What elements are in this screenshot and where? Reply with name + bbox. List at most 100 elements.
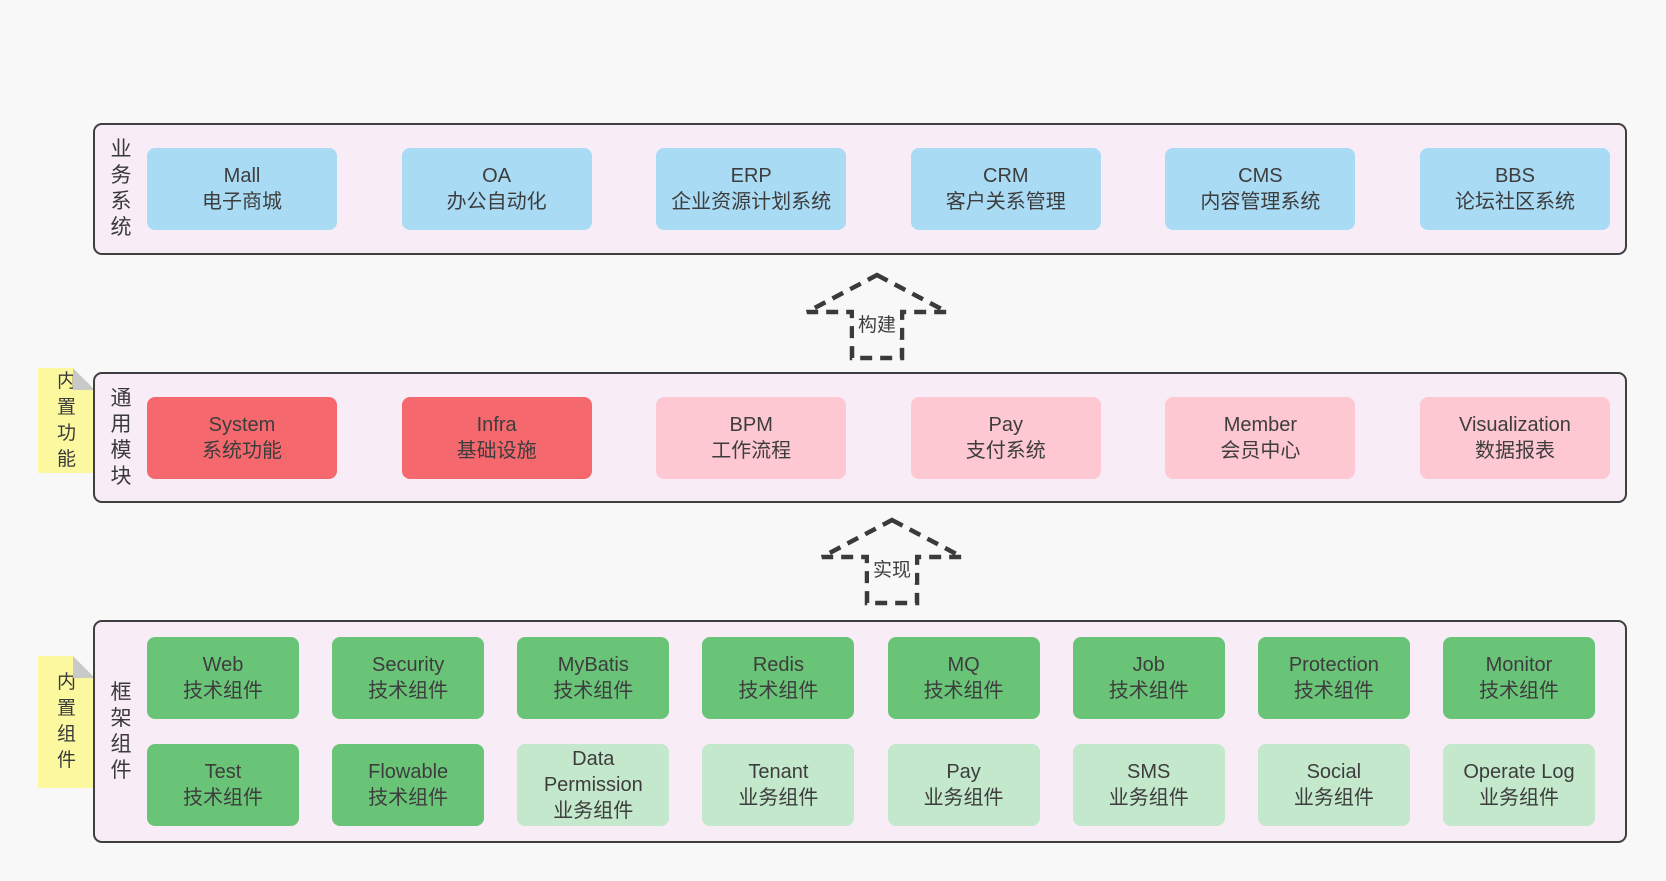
framework-components-grid: Web 技术组件 Security 技术组件 MyBatis 技术组件 Redi… bbox=[147, 622, 1625, 841]
card-mybatis: MyBatis 技术组件 bbox=[517, 637, 670, 719]
card-test: Test 技术组件 bbox=[147, 744, 299, 826]
card-subtitle: 业务组件 bbox=[553, 800, 634, 822]
card-job: Job 技术组件 bbox=[1072, 637, 1225, 719]
card-redis: Redis 技术组件 bbox=[702, 637, 855, 719]
card-subtitle: 企业资源计划系统 bbox=[671, 191, 832, 213]
card-erp: ERP 企业资源计划系统 bbox=[656, 148, 847, 230]
panel-label-text: 框架组件 bbox=[110, 680, 132, 782]
up-arrow-icon bbox=[805, 272, 949, 361]
card-social: Social 业务组件 bbox=[1257, 744, 1410, 826]
card-bbs: BBS 论坛社区系统 bbox=[1419, 148, 1610, 230]
card-infra: Infra 基础设施 bbox=[401, 396, 592, 479]
card-subtitle: 技术组件 bbox=[923, 680, 1004, 702]
card-system: System 系统功能 bbox=[147, 396, 337, 479]
card-title: Pay bbox=[946, 761, 981, 783]
card-title: Flowable bbox=[368, 761, 449, 783]
card-title: BPM bbox=[729, 413, 773, 436]
card-subtitle: 技术组件 bbox=[738, 680, 819, 702]
sticky-note-label: 内置组件 bbox=[56, 672, 76, 771]
card-mall: Mall 电子商城 bbox=[147, 148, 337, 230]
card-subtitle: 业务组件 bbox=[1108, 787, 1189, 809]
card-subtitle: 办公自动化 bbox=[446, 191, 547, 213]
card-mq: MQ 技术组件 bbox=[887, 637, 1040, 719]
sticky-note-builtin-components: 内置组件 bbox=[38, 656, 95, 788]
business-systems-panel: 业务系统 Mall 电子商城 OA 办公自动化 ERP 企业资源计划系统 CRM… bbox=[93, 123, 1627, 255]
card-subtitle: 电子商城 bbox=[202, 191, 282, 213]
card-member: Member 会员中心 bbox=[1165, 396, 1356, 479]
card-title: Test bbox=[204, 761, 242, 783]
build-arrow-label: 构建 bbox=[853, 309, 901, 338]
card-subtitle: 业务组件 bbox=[1478, 787, 1559, 809]
card-data-permission: Data Permission 业务组件 bbox=[517, 744, 670, 826]
panel-label-text: 通用模块 bbox=[110, 386, 132, 488]
card-title: Pay bbox=[988, 413, 1024, 436]
framework-row-1: Web 技术组件 Security 技术组件 MyBatis 技术组件 Redi… bbox=[147, 637, 1595, 719]
card-subtitle: 业务组件 bbox=[923, 787, 1004, 809]
card-subtitle: 技术组件 bbox=[553, 680, 634, 702]
card-subtitle: 技术组件 bbox=[368, 680, 449, 702]
card-title: ERP bbox=[730, 165, 772, 187]
card-cms: CMS 内容管理系统 bbox=[1165, 148, 1356, 230]
card-title: Job bbox=[1132, 654, 1165, 676]
card-title: Operate Log bbox=[1463, 761, 1575, 783]
card-subtitle: 支付系统 bbox=[965, 439, 1046, 462]
card-subtitle: 系统功能 bbox=[202, 439, 282, 462]
card-subtitle: 会员中心 bbox=[1220, 439, 1301, 462]
card-title: MyBatis bbox=[557, 654, 629, 676]
card-sms: SMS 业务组件 bbox=[1072, 744, 1225, 826]
card-subtitle: 论坛社区系统 bbox=[1454, 191, 1575, 213]
panel-label-modules: 通用模块 bbox=[95, 374, 147, 501]
sticky-note-builtin-features: 内置功能 bbox=[38, 368, 95, 473]
card-visualization: Visualization 数据报表 bbox=[1419, 396, 1610, 479]
framework-row-2: Test 技术组件 Flowable 技术组件 Data Permission … bbox=[147, 744, 1595, 826]
card-subtitle: 技术组件 bbox=[1478, 680, 1559, 702]
card-title: SMS bbox=[1127, 761, 1171, 783]
card-subtitle: 内容管理系统 bbox=[1200, 191, 1321, 213]
card-subtitle: 技术组件 bbox=[368, 787, 449, 809]
panel-label-business: 业务系统 bbox=[95, 125, 147, 253]
card-title: Infra bbox=[476, 413, 517, 436]
card-title: Social bbox=[1306, 761, 1362, 783]
card-tenant: Tenant 业务组件 bbox=[702, 744, 855, 826]
card-subtitle: 技术组件 bbox=[183, 787, 263, 809]
card-title: Member bbox=[1223, 413, 1298, 436]
card-web: Web 技术组件 bbox=[147, 637, 299, 719]
up-arrow-icon bbox=[820, 517, 964, 606]
card-title: Redis bbox=[752, 654, 804, 676]
card-title: Monitor bbox=[1485, 654, 1553, 676]
card-subtitle: 客户关系管理 bbox=[945, 191, 1066, 213]
sticky-note-label: 内置功能 bbox=[56, 370, 76, 470]
implement-arrow: 实现 bbox=[812, 513, 972, 609]
card-security: Security 技术组件 bbox=[332, 637, 485, 719]
card-flowable: Flowable 技术组件 bbox=[332, 744, 485, 826]
card-oa: OA 办公自动化 bbox=[401, 148, 592, 230]
card-monitor: Monitor 技术组件 bbox=[1442, 637, 1595, 719]
build-arrow: 构建 bbox=[797, 268, 957, 364]
card-title: Web bbox=[202, 654, 244, 676]
card-pay-component: Pay 业务组件 bbox=[887, 744, 1040, 826]
card-subtitle: 技术组件 bbox=[183, 680, 263, 702]
card-title: CRM bbox=[983, 165, 1029, 187]
card-title: Security bbox=[372, 654, 445, 676]
card-title: System bbox=[208, 413, 276, 436]
card-subtitle: 数据报表 bbox=[1474, 439, 1555, 462]
card-operate-log: Operate Log 业务组件 bbox=[1442, 744, 1595, 826]
card-crm: CRM 客户关系管理 bbox=[910, 148, 1101, 230]
note-fold-corner bbox=[73, 656, 95, 678]
common-modules-row: System 系统功能 Infra 基础设施 BPM 工作流程 Pay 支付系统… bbox=[147, 374, 1625, 501]
card-title: Mall bbox=[223, 165, 261, 187]
card-title: Protection bbox=[1288, 654, 1379, 676]
card-subtitle: 技术组件 bbox=[1108, 680, 1189, 702]
card-subtitle: 基础设施 bbox=[456, 439, 537, 462]
card-title: Tenant bbox=[748, 761, 809, 783]
card-title: CMS bbox=[1238, 165, 1283, 187]
note-fold-corner bbox=[73, 368, 95, 390]
card-title: OA bbox=[482, 165, 512, 187]
card-title: MQ bbox=[947, 654, 980, 676]
card-bpm: BPM 工作流程 bbox=[656, 396, 847, 479]
panel-label-framework: 框架组件 bbox=[95, 622, 147, 841]
card-title: Data Permission bbox=[543, 748, 643, 796]
framework-components-panel: 框架组件 Web 技术组件 Security 技术组件 MyBatis 技术组件… bbox=[93, 620, 1627, 843]
common-modules-panel: 通用模块 System 系统功能 Infra 基础设施 BPM 工作流程 Pay… bbox=[93, 372, 1627, 503]
